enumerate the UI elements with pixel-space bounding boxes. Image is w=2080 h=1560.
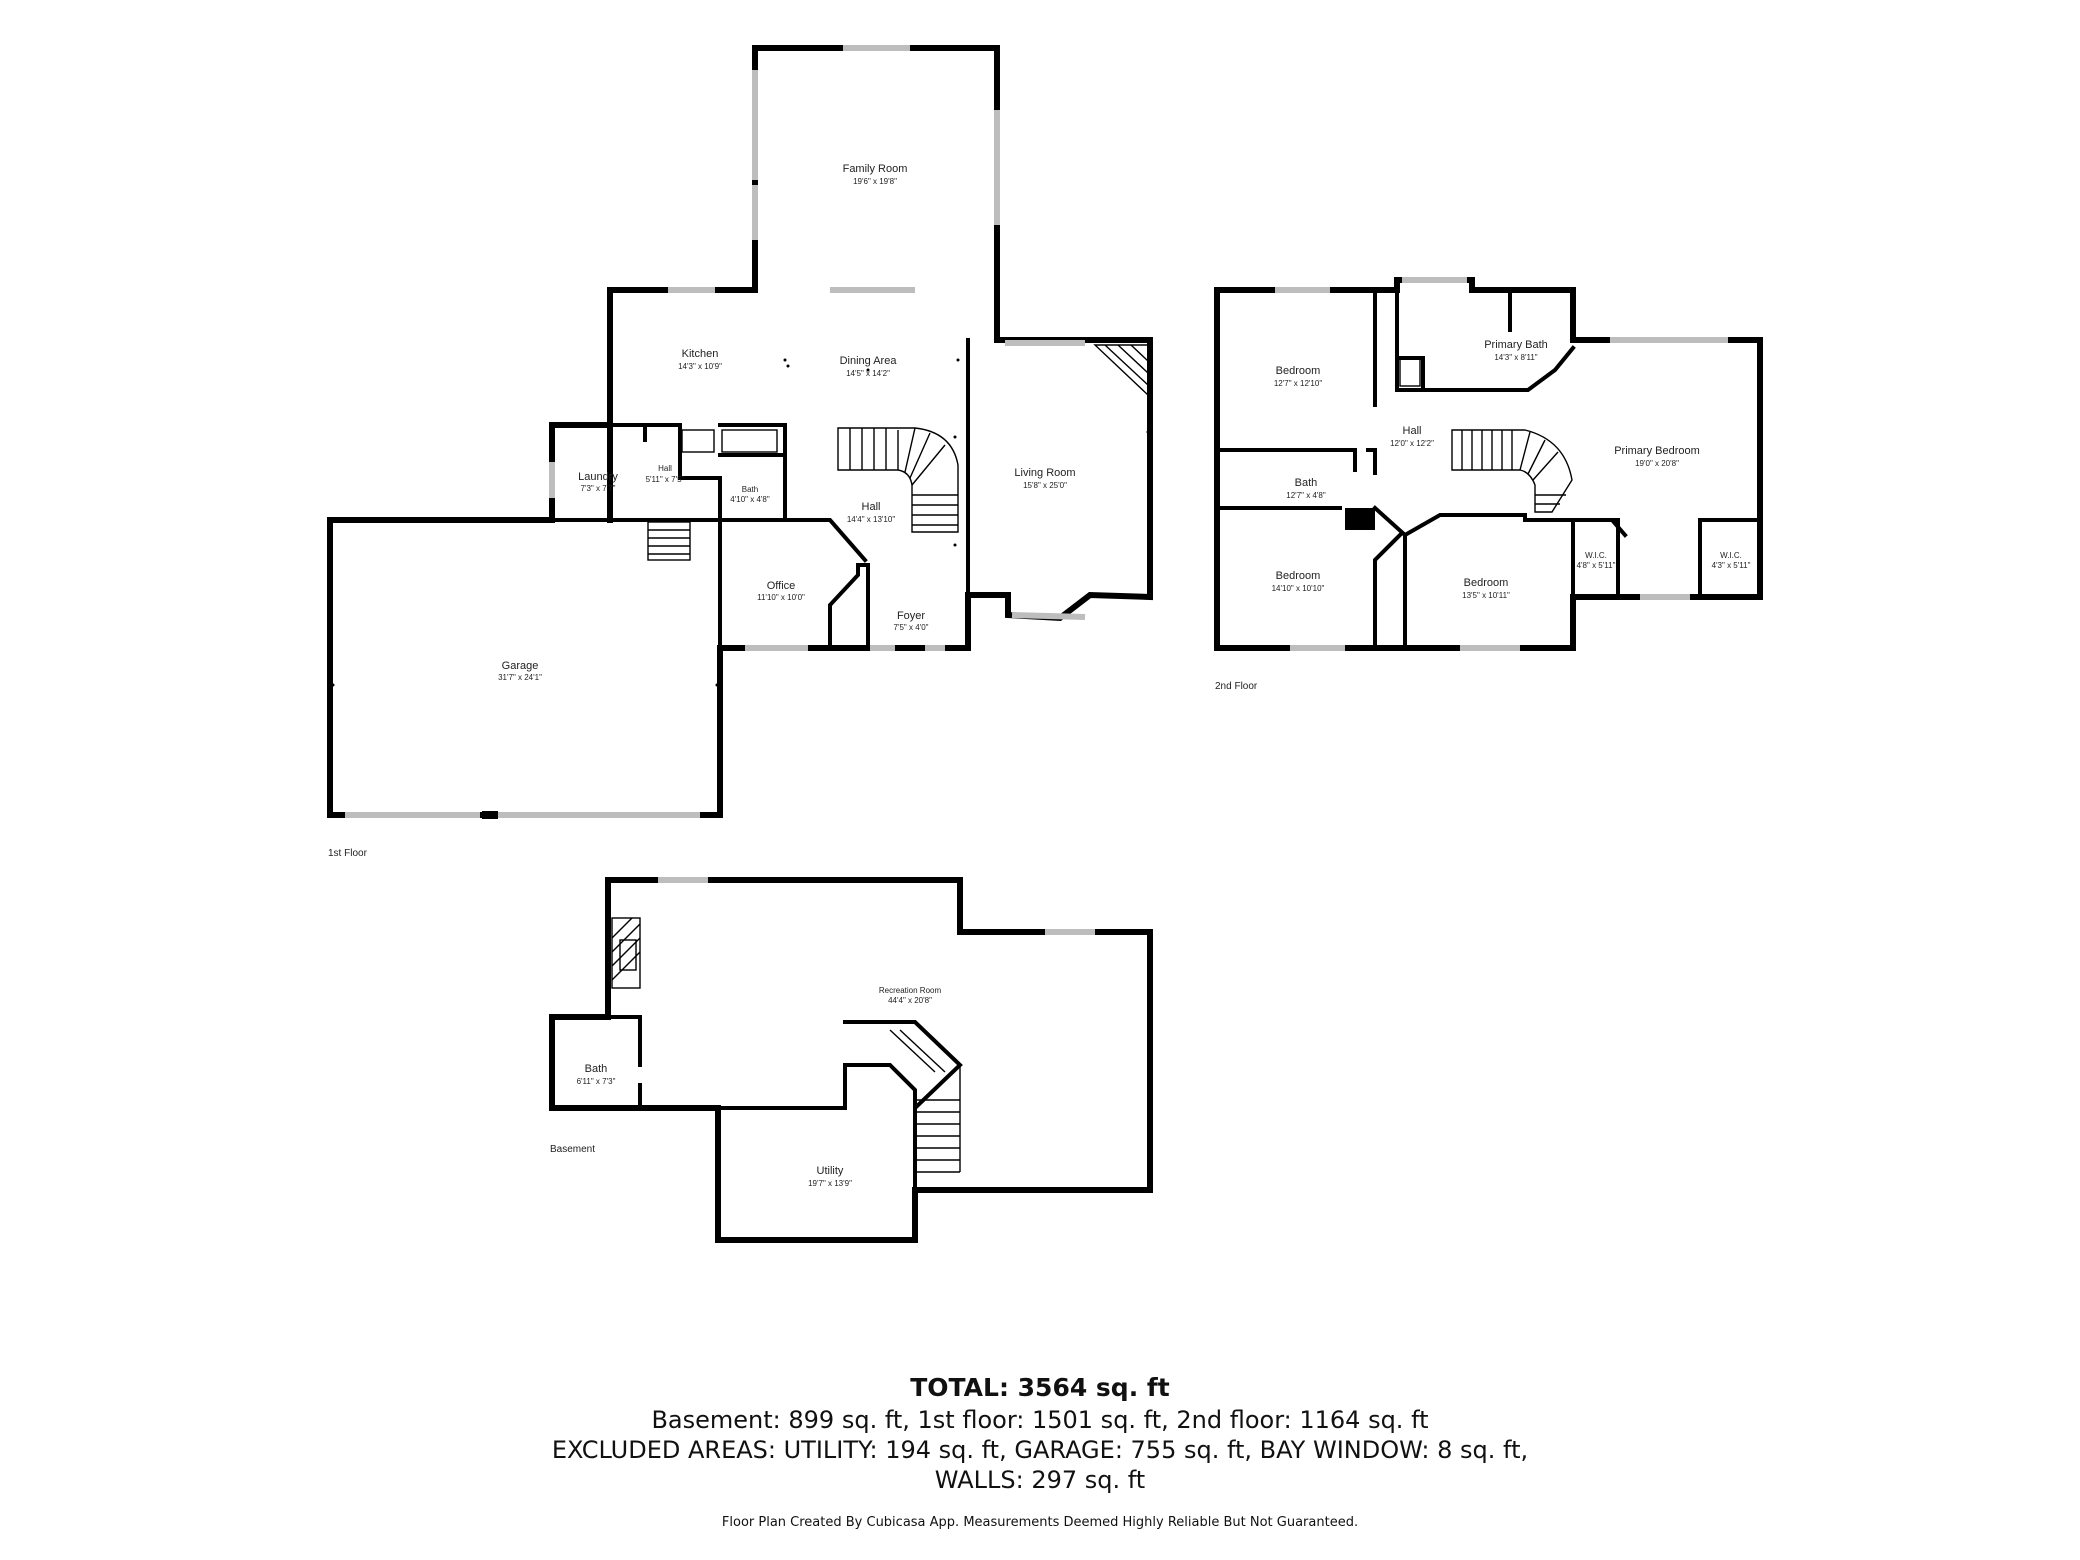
primary-bath-dims: 14'3" x 8'11" [1494, 353, 1537, 362]
first-bath-name: Bath [742, 485, 758, 494]
first-floor-interior-walls [328, 338, 1149, 819]
main-floor-walls [327, 287, 1153, 818]
wic-2-name: W.I.C. [1720, 551, 1742, 560]
first-bath-dims: 4'10" x 4'8" [730, 495, 770, 504]
hall-dims: 14'4" x 13'10" [847, 515, 895, 524]
bedroom-nw-name: Bedroom [1276, 365, 1321, 377]
kitchen-dims: 14'3" x 10'9" [678, 362, 722, 371]
disclaimer: Floor Plan Created By Cubicasa App. Meas… [721, 1515, 1359, 1530]
family-room-walls [752, 45, 1000, 293]
bedroom-sw-dims: 14'10" x 10'10" [1272, 584, 1325, 593]
foyer-dims: 7'5" x 4'0" [894, 623, 929, 632]
laundry-name: Laundry [578, 471, 618, 483]
first-floor-plan: Family Room 19'6" x 19'8" Kitchen 14'3" … [327, 45, 1153, 859]
small-hall-dims: 5'11" x 7'5" [646, 475, 685, 484]
dining-area-dims: 14'5" x 14'2" [846, 369, 890, 378]
wic-1-name: W.I.C. [1585, 551, 1607, 560]
total-area: TOTAL: 3564 sq. ft [910, 1373, 1170, 1402]
hall-name: Hall [862, 501, 881, 513]
recreation-room-name: Recreation Room [879, 986, 942, 995]
small-hall-name: Hall [658, 464, 672, 473]
second-bath-name: Bath [1295, 477, 1318, 489]
second-floor-label: 2nd Floor [1215, 681, 1258, 692]
floor-areas: Basement: 899 sq. ft, 1st floor: 1501 sq… [651, 1406, 1429, 1434]
wic-1-dims: 4'8" x 5'11" [1577, 561, 1616, 570]
garage-name: Garage [502, 660, 539, 672]
first-floor-label: 1st Floor [328, 848, 368, 859]
excluded-areas: EXCLUDED AREAS: UTILITY: 194 sq. ft, GAR… [551, 1436, 1529, 1464]
wic-2-dims: 4'3" x 5'11" [1712, 561, 1751, 570]
kitchen-name: Kitchen [682, 348, 719, 360]
bedroom-s-name: Bedroom [1464, 577, 1509, 589]
walls-area: WALLS: 297 sq. ft [934, 1466, 1146, 1494]
family-room-name: Family Room [843, 163, 908, 175]
living-room-dims: 15'8" x 25'0" [1023, 481, 1067, 490]
first-floor-outlets [331, 358, 1150, 687]
foyer-name: Foyer [897, 610, 925, 622]
utility-name: Utility [817, 1165, 844, 1177]
second-floor-walls [1214, 277, 1763, 651]
basement-interior-walls [550, 917, 963, 1192]
primary-bedroom-name: Primary Bedroom [1614, 445, 1700, 457]
bedroom-sw-name: Bedroom [1276, 570, 1321, 582]
basement-label: Basement [550, 1144, 595, 1155]
bedroom-s-dims: 13'5" x 10'11" [1462, 591, 1510, 600]
dining-area-name: Dining Area [840, 355, 898, 367]
office-dims: 11'10" x 10'0" [757, 593, 805, 602]
primary-bedroom-dims: 19'0" x 20'8" [1635, 459, 1679, 468]
laundry-dims: 7'3" x 7'7" [581, 484, 616, 493]
second-floor-plan: Bedroom 12'7" x 12'10" Primary Bath 14'3… [1214, 277, 1763, 692]
basement-bath-name: Bath [585, 1063, 608, 1075]
second-hall-name: Hall [1403, 425, 1422, 437]
basement-bath-dims: 6'11" x 7'3" [577, 1077, 616, 1086]
garage-dims: 31'7" x 24'1" [498, 673, 542, 682]
second-hall-dims: 12'0" x 12'2" [1390, 439, 1434, 448]
living-room-name: Living Room [1014, 467, 1075, 479]
second-bath-dims: 12'7" x 4'8" [1286, 491, 1326, 500]
family-room-dims: 19'6" x 19'8" [853, 177, 897, 186]
recreation-room-dims: 44'4" x 20'8" [888, 996, 932, 1005]
basement-plan: Recreation Room 44'4" x 20'8" Bath 6'11"… [549, 877, 1153, 1243]
primary-bath-name: Primary Bath [1484, 339, 1548, 351]
second-floor-interior-walls [1215, 288, 1762, 650]
utility-dims: 19'7" x 13'9" [808, 1179, 852, 1188]
office-name: Office [767, 580, 796, 592]
bedroom-nw-dims: 12'7" x 12'10" [1274, 379, 1322, 388]
